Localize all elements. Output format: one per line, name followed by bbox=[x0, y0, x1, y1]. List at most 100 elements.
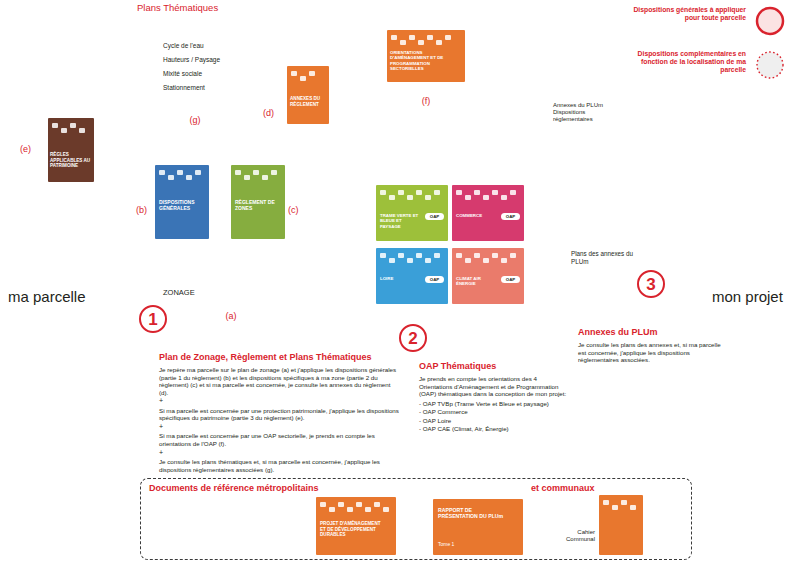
icon-square bbox=[465, 258, 471, 263]
tag-badge: OAP bbox=[501, 213, 520, 220]
body-text: Je consulte les plans des annexes et, si… bbox=[578, 341, 724, 364]
node-text: (f) bbox=[416, 96, 436, 107]
label-slot: Je consulte les plans des annexes et, si… bbox=[578, 341, 724, 364]
label-slot: - OAP CAE (Climat, Air, Énergie) bbox=[419, 425, 569, 433]
node-text: (g) bbox=[183, 115, 207, 126]
node-text: ZONAGE bbox=[163, 288, 213, 297]
annex-sheet-stack: Annexes du PLUm Dispositions réglementai… bbox=[548, 92, 610, 154]
label-slot: - OAP TVBp (Trame Verte et Bleue et pays… bbox=[419, 400, 569, 408]
text-slot: ORIENTATIONS D'AMÉNAGEMENT ET DE PROGRAM… bbox=[390, 50, 448, 71]
house-face bbox=[726, 197, 736, 205]
house-face bbox=[12, 187, 31, 203]
text-slot: Plans des annexes du PLUm bbox=[571, 250, 651, 265]
icon-square bbox=[338, 502, 344, 507]
annex-plan: Plans des annexes du PLUm bbox=[567, 228, 653, 269]
theme-sheet: Hauteurs / Paysage bbox=[155, 54, 237, 82]
label-slot: Annexes du PLUm bbox=[578, 327, 724, 338]
body-text: + bbox=[159, 397, 401, 406]
house-face bbox=[5, 222, 22, 237]
house-face bbox=[776, 247, 785, 255]
icon-square bbox=[427, 35, 433, 40]
icon-square bbox=[501, 258, 507, 263]
house-face bbox=[42, 189, 56, 206]
house-face bbox=[33, 259, 43, 267]
tag-text: OAP bbox=[501, 214, 520, 219]
place-label: mon projet bbox=[712, 288, 798, 306]
body-text: Je repère ma parcelle sur le plan de zon… bbox=[159, 366, 401, 396]
text-slot: PROJET D'AMÉNAGEMENT ET DE DÉVELOPPEMENT… bbox=[320, 521, 386, 538]
house-face bbox=[17, 187, 36, 197]
icon-square bbox=[79, 128, 85, 133]
house-face bbox=[75, 195, 92, 204]
house-face bbox=[20, 260, 32, 275]
text-slot: Cycle de l'eau bbox=[163, 42, 233, 50]
city-outline bbox=[218, 259, 293, 296]
legend-item: Dispositions générales à appliquer pour … bbox=[618, 6, 746, 22]
circle-outline bbox=[125, 145, 325, 345]
legend-text: Dispositions complémentaires en fonction… bbox=[618, 50, 746, 74]
tag-badge: OAP bbox=[425, 213, 444, 220]
node-text: (d) bbox=[263, 108, 285, 119]
house-face bbox=[47, 181, 66, 191]
text-slot: Documents de référence métropolitains bbox=[149, 483, 409, 494]
house-face bbox=[70, 195, 87, 210]
house-face bbox=[767, 206, 784, 221]
reference-document: PROJET D'AMÉNAGEMENT ET DE DÉVELOPPEMENT… bbox=[316, 497, 396, 555]
node-text: LOIRE bbox=[380, 276, 422, 281]
theme-circle: Plans Thématiques(g)Cycle de l'eauHauteu… bbox=[135, 18, 255, 138]
theme-sheet: Mixité sociale bbox=[155, 68, 237, 96]
plan-sheet bbox=[570, 225, 656, 266]
icon-square bbox=[474, 190, 480, 195]
text-slot: ANNEXES DU RÈGLEMENT bbox=[290, 96, 326, 107]
node-text: Tome 1 bbox=[438, 541, 478, 547]
icon-square bbox=[416, 190, 422, 195]
legend-item: Dispositions complémentaires en fonction… bbox=[618, 50, 746, 74]
house-face bbox=[70, 203, 82, 218]
house bbox=[724, 218, 755, 250]
connector bbox=[549, 244, 558, 246]
shape-outline bbox=[350, 145, 550, 345]
oap-document: ORIENTATIONS D'AMÉNAGEMENT ET DE PROGRAM… bbox=[387, 30, 465, 82]
node-text: RÈGLEMENT DE ZONES bbox=[235, 199, 281, 211]
icon-square bbox=[186, 175, 192, 180]
node-text: Plans Thématiques bbox=[137, 2, 267, 13]
house-face bbox=[52, 252, 69, 267]
icon-square bbox=[195, 170, 201, 175]
circle-outline bbox=[352, 147, 548, 343]
leader-line bbox=[152, 334, 153, 470]
tag-text: OAP bbox=[425, 214, 444, 219]
zoning-map: ZONAGE(a) bbox=[151, 251, 311, 303]
callout-number: 3 bbox=[646, 276, 655, 293]
body-text: - OAP CAE (Climat, Air, Énergie) bbox=[419, 425, 569, 433]
label-slot: mon projet bbox=[712, 288, 798, 306]
icon-square bbox=[391, 35, 397, 40]
document-icons bbox=[287, 66, 329, 124]
location-cross bbox=[610, 236, 616, 242]
house bbox=[731, 257, 752, 279]
icon-square bbox=[434, 190, 440, 195]
icon-square bbox=[510, 190, 516, 195]
sheet-outline bbox=[155, 82, 237, 110]
icon-square bbox=[465, 195, 471, 200]
house-face bbox=[776, 249, 785, 262]
document-back bbox=[426, 492, 516, 548]
callout-number: 2 bbox=[408, 330, 417, 347]
icon-square bbox=[380, 253, 386, 258]
icon-square bbox=[483, 258, 489, 263]
connector bbox=[326, 244, 351, 246]
node-text: PROJET D'AMÉNAGEMENT ET DE DÉVELOPPEMENT… bbox=[320, 521, 386, 538]
node-text: Cycle de l'eau bbox=[163, 42, 233, 50]
body-text: Je prends en compte les orientations des… bbox=[419, 375, 569, 398]
body-text: - OAP Loire bbox=[419, 417, 569, 425]
node-text: Documents de référence métropolitains bbox=[149, 483, 409, 494]
callout-badge: 1 bbox=[139, 305, 167, 333]
icon-square bbox=[271, 170, 277, 175]
circle-outline bbox=[257, 52, 353, 148]
house-face bbox=[56, 189, 66, 197]
icon-square bbox=[456, 253, 462, 258]
icon-square bbox=[320, 502, 326, 507]
icon-square bbox=[291, 71, 297, 76]
icon-square bbox=[365, 507, 371, 512]
node-text: ANNEXES DU RÈGLEMENT bbox=[290, 96, 326, 107]
